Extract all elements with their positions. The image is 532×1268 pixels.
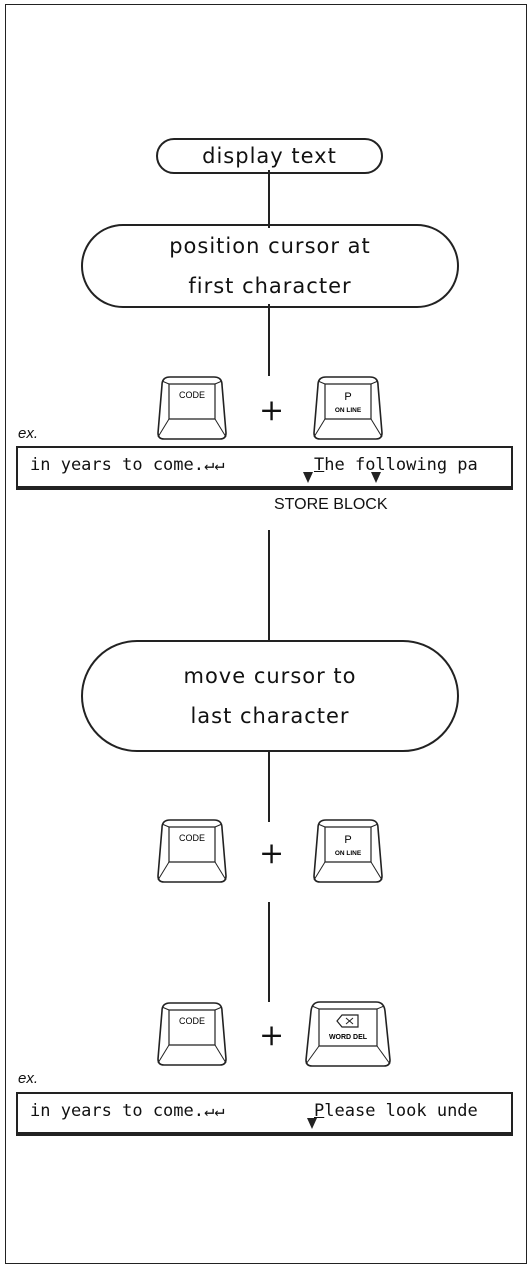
step-label: display text <box>202 144 337 168</box>
page-frame <box>5 4 527 1264</box>
screen-text-left: in years to come.↵↵ <box>30 455 225 475</box>
example-label: ex. <box>18 1070 39 1087</box>
code-key-label: CODE <box>179 1016 205 1026</box>
word-del-key: WORD DEL <box>305 1001 391 1067</box>
p-online-key: P ON LINE <box>313 819 383 883</box>
on-line-key-label: ON LINE <box>335 850 362 857</box>
connector-line <box>268 752 270 822</box>
step-display-text: display text <box>156 138 383 174</box>
step-position-cursor: position cursor at first character <box>81 224 459 308</box>
store-block-caption: STORE BLOCK <box>274 496 388 513</box>
p-online-key: P ON LINE <box>313 376 383 440</box>
screen-text-rest: lease look unde <box>324 1101 478 1121</box>
step-label-line1: position cursor at <box>169 234 371 258</box>
block-end-marker <box>371 472 381 483</box>
p-key-label: P <box>344 391 351 403</box>
delete-backspace-icon <box>336 1014 359 1028</box>
cursor-character: P <box>314 1101 325 1121</box>
step-label-line2: first character <box>188 274 352 298</box>
code-key: CODE <box>157 376 227 440</box>
step-label-line2: last character <box>190 704 350 728</box>
word-del-key-label: WORD DEL <box>329 1034 368 1041</box>
screen-text-left: in years to come.↵↵ <box>30 1101 225 1121</box>
code-key: CODE <box>157 1002 227 1066</box>
connector-line <box>268 530 270 642</box>
connector-line <box>268 170 270 228</box>
block-start-marker <box>303 472 313 483</box>
step-move-cursor: move cursor to last character <box>81 640 459 752</box>
screen-text-rest: he following pa <box>324 455 478 475</box>
example-label: ex. <box>18 425 39 442</box>
p-key-label: P <box>344 834 351 846</box>
screen-text-right: Please look unde <box>314 1101 478 1121</box>
example-screen-1: in years to come.↵↵ The following pa <box>16 446 513 490</box>
code-key-label: CODE <box>179 390 205 400</box>
connector-line <box>268 304 270 376</box>
code-key-label: CODE <box>179 833 205 843</box>
plus-sign: + <box>259 836 285 871</box>
step-label-line1: move cursor to <box>183 664 357 688</box>
cursor-character: T <box>314 455 325 475</box>
cursor-marker <box>307 1118 317 1129</box>
plus-sign: + <box>259 1018 285 1053</box>
plus-sign: + <box>259 393 285 428</box>
on-line-key-label: ON LINE <box>335 407 362 414</box>
code-key: CODE <box>157 819 227 883</box>
example-screen-2: in years to come.↵↵ Please look unde <box>16 1092 513 1136</box>
screen-text-right: The following pa <box>314 455 478 475</box>
connector-line <box>268 902 270 1002</box>
